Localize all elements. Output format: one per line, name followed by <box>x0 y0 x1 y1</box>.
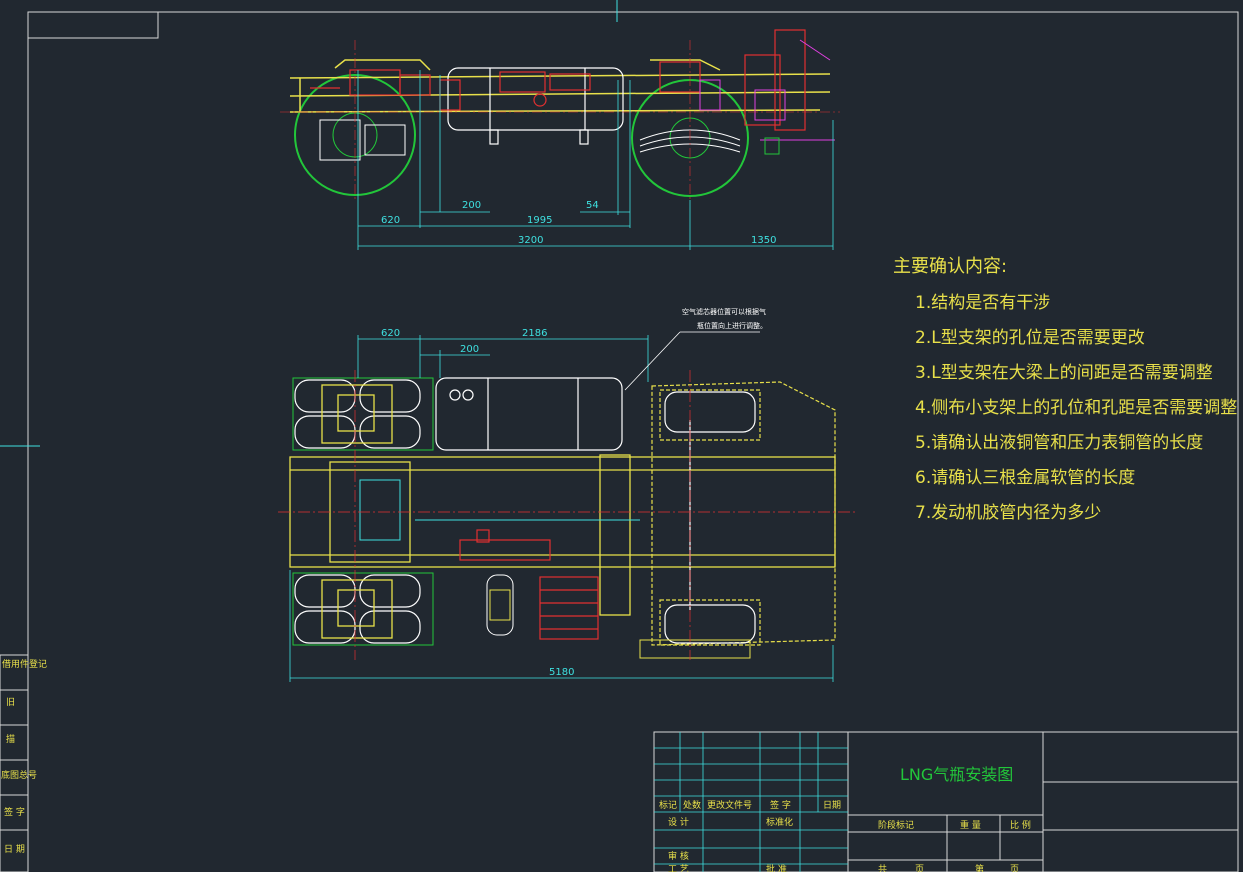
strip-label-4: 签 字 <box>4 806 25 818</box>
top-dim-200: 200 <box>460 344 479 355</box>
side-dim-3200: 3200 <box>518 235 543 246</box>
top-dim-2186: 2186 <box>522 328 547 339</box>
note-item-7: 7.发动机胶管内径为多少 <box>915 503 1102 523</box>
tb-header-4: 日期 <box>823 800 841 811</box>
side-dim-200: 200 <box>462 200 481 211</box>
strip-label-3: 底图总号 <box>1 769 37 781</box>
side-dim-1995: 1995 <box>527 215 552 226</box>
tb-stage-mark: 阶段标记 <box>878 819 914 831</box>
tb-header-0: 标记 <box>659 799 677 811</box>
tb-header-1: 处数 <box>683 799 701 811</box>
tb-review: 审 核 <box>668 850 689 862</box>
tb-weight: 重 量 <box>960 819 981 831</box>
top-dim-5180: 5180 <box>549 667 574 678</box>
callout-line-1: 空气滤芯器位置可以根据气 <box>682 307 766 316</box>
tb-process: 工 艺 <box>668 864 689 872</box>
note-item-1: 1.结构是否有干涉 <box>915 293 1051 313</box>
side-view: 620 200 1995 54 3200 1350 <box>280 29 840 250</box>
side-dim-1350: 1350 <box>751 235 776 246</box>
left-strip-table: 借用件登记 旧 描 底图总号 签 字 日 期 <box>0 654 47 872</box>
note-item-4: 4.侧布小支架上的孔位和孔距是否需要调整 <box>915 398 1238 418</box>
tb-approve: 批 准 <box>766 863 787 872</box>
tb-sheet-no: 第 <box>975 863 984 872</box>
top-dim-620: 620 <box>381 328 400 339</box>
tb-sheets-page: 页 <box>915 864 924 872</box>
strip-label-2: 描 <box>6 733 15 745</box>
strip-label-0: 借用件登记 <box>2 658 47 670</box>
confirmation-notes: 主要确认内容: 1.结构是否有干涉 2.L型支架的孔位是否需要更改 3.L型支架… <box>893 252 1237 533</box>
note-item-3: 3.L型支架在大梁上的间距是否需要调整 <box>915 363 1213 383</box>
top-lng-tank <box>435 377 623 451</box>
tb-sheet-page2: 页 <box>1010 864 1019 872</box>
note-item-5: 5.请确认出液铜管和压力表铜管的长度 <box>915 433 1204 453</box>
notes-heading: 主要确认内容: <box>893 256 1008 277</box>
tb-header-3: 签 字 <box>770 799 791 811</box>
callout-line-2: 瓶位置向上进行调整。 <box>697 321 767 330</box>
drawing-title: LNG气瓶安装图 <box>900 765 1013 784</box>
strip-label-1: 旧 <box>6 697 15 708</box>
tb-standardization: 标准化 <box>766 816 793 828</box>
title-block: 标记 处数 更改文件号 签 字 日期 设 计 标准化 审 核 工 艺 批 准 L… <box>653 731 1239 872</box>
tb-header-2: 更改文件号 <box>707 799 752 811</box>
tb-scale: 比 例 <box>1010 819 1031 831</box>
tb-design: 设 计 <box>668 816 689 828</box>
side-dim-620: 620 <box>381 215 400 226</box>
top-view: 620 2186 200 5180 空气滤芯器位置可以根据气 瓶位置向上进行调整… <box>278 307 858 682</box>
tb-sheets-total: 共 <box>878 864 887 872</box>
note-item-6: 6.请确认三根金属软管的长度 <box>915 468 1136 488</box>
side-dim-54: 54 <box>586 200 599 211</box>
note-item-2: 2.L型支架的孔位是否需要更改 <box>915 328 1145 348</box>
side-lng-tank <box>447 67 624 131</box>
strip-label-5: 日 期 <box>4 844 25 855</box>
side-rear-wheel <box>294 74 416 196</box>
